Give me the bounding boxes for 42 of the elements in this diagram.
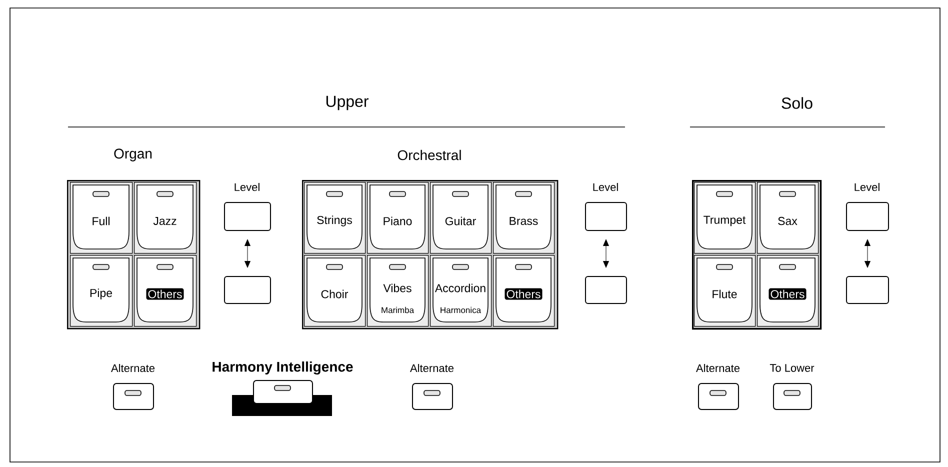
alternate-button: Alternate	[696, 364, 740, 410]
tone-button: Pipe	[70, 255, 133, 327]
tone-button: Guitar	[430, 182, 492, 254]
direction-arrow	[244, 239, 250, 268]
alternate-button: To Lower	[770, 364, 814, 410]
level-button: Level	[224, 182, 271, 231]
tone-button: Accordion Harmonica	[430, 255, 492, 327]
node-label: Alternate	[696, 364, 740, 372]
tone-button: Strings	[304, 182, 366, 254]
section-heading: Organ	[114, 148, 152, 162]
tone-button: Flute	[694, 255, 756, 327]
node-label: Level	[854, 182, 880, 192]
node-label: Alternate	[410, 364, 454, 372]
tone-button: Others	[134, 255, 197, 327]
node-label: Harmony Intelligence	[212, 361, 353, 375]
direction-arrow	[864, 239, 870, 268]
section-heading: Solo	[782, 97, 812, 109]
section-heading: Upper	[326, 96, 369, 110]
alternate-button: Alternate	[410, 364, 454, 410]
tone-button: Trumpet	[694, 182, 756, 254]
tone-button: Others	[757, 255, 819, 327]
level-button	[224, 276, 271, 304]
level-button	[846, 276, 889, 304]
tone-button: Piano	[367, 182, 429, 254]
level-button	[585, 276, 627, 304]
level-button: Level	[846, 182, 889, 231]
tone-button: Vibes Marimba	[367, 255, 429, 327]
tone-button: Full	[70, 182, 133, 254]
alternate-button: Alternate	[111, 364, 155, 410]
tone-button: Brass	[493, 182, 555, 254]
tone-button: Jazz	[134, 182, 197, 254]
level-button: Level	[585, 182, 627, 231]
tone-button: Others	[493, 255, 555, 327]
node-label: Level	[593, 182, 618, 192]
tone-button: Choir	[304, 255, 366, 327]
harmony-button: Harmony Intelligence	[212, 361, 353, 416]
section-heading: Orchestral	[398, 150, 461, 160]
node-label: Alternate	[111, 364, 155, 372]
node-label: To Lower	[770, 364, 814, 372]
tone-button: Sax	[757, 182, 819, 254]
direction-arrow	[603, 239, 609, 268]
node-label: Level	[234, 182, 260, 192]
